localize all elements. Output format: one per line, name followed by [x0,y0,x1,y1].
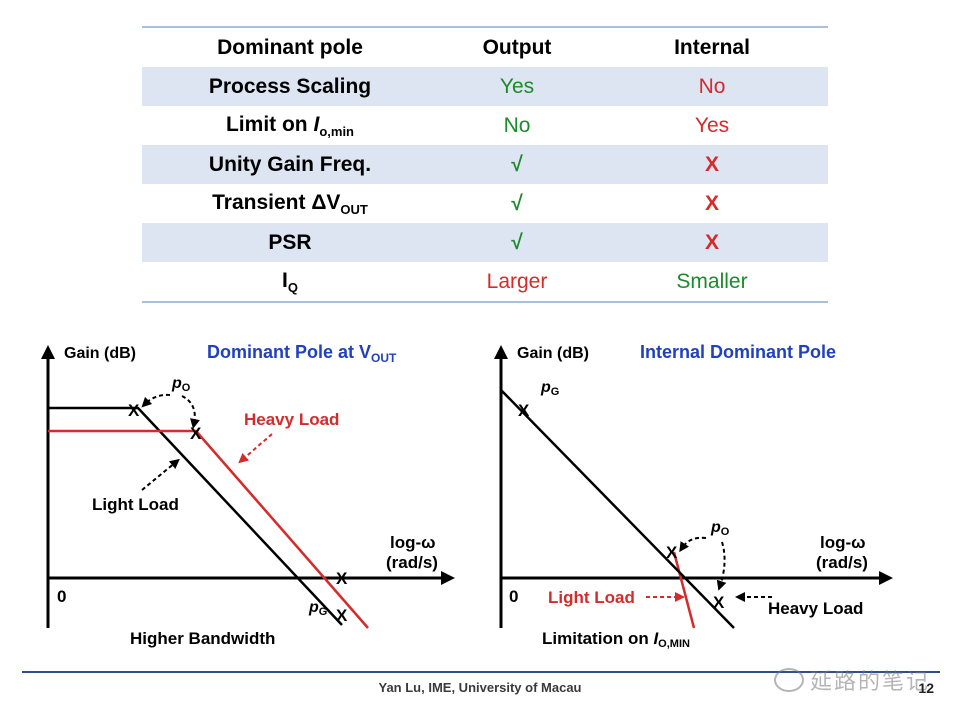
pole-marker: X [336,606,348,625]
pole-g-letter: p [308,599,319,616]
cross-mark: X [596,145,828,184]
output-value: Larger [486,269,548,293]
row-label-sub: OUT [340,201,368,217]
right-caption-sub: O,MIN [658,638,690,650]
right-plot: Gain (dB) Internal Dominant Pole X X X p… [494,342,893,650]
check-mark: √ [438,223,596,262]
row-label-text: I [282,268,288,292]
left-x-axis-label-1: log-ω [390,533,436,552]
pole-o-sub: O [721,526,730,538]
right-plot-title: Internal Dominant Pole [640,342,836,362]
right-x-axis-label-2: (rad/s) [816,553,868,572]
pole-marker: X [128,401,140,420]
check-mark: √ [438,145,596,184]
pole-marker: X [190,424,202,443]
right-caption: Limitation on IO,MIN [542,629,690,650]
pole-marker: X [666,543,678,562]
row-label: Transient ΔVOUT [142,184,438,223]
heavy-load-label: Heavy Load [244,410,339,429]
right-x-axis-label-1: log-ω [820,533,866,552]
light-load-label: Light Load [548,588,635,607]
table-row: Unity Gain Freq. √ X [142,145,828,184]
light-load-curve [48,406,343,626]
pole-marker: X [713,593,725,612]
pole-marker: X [518,401,530,420]
pole-g-sub: G [319,606,328,618]
table-row: PSR √ X [142,223,828,262]
right-caption-main: Limitation on [542,629,653,648]
left-caption: Higher Bandwidth [130,629,275,648]
output-value: Yes [438,67,596,106]
pole-marker: X [336,569,348,588]
watermark-text: 延路的笔记 [809,669,930,694]
header-output: Output [482,35,552,59]
pole-o-arrow-down [716,541,727,591]
pole-o-label: pO [171,375,191,394]
pole-g-sub: G [551,386,560,398]
pole-o-arrow-right [181,395,200,429]
light-load-curve [672,551,696,629]
row-label-text: Limit on [225,112,314,136]
internal-value: Smaller [676,269,748,293]
table-header-row: Dominant pole Output Internal [142,27,828,67]
right-caption-var: I [653,629,659,648]
pole-o-letter: p [710,519,721,536]
row-label-var: I [313,112,320,136]
heavy-load-label: Heavy Load [768,599,863,618]
bode-diagrams: Gain (dB) Dominant Pole at VOUT X X X X … [41,342,893,650]
pole-g-label: pG [540,379,559,398]
heavy-load-arrow [238,433,273,464]
internal-value: Yes [694,113,730,137]
left-x-axis-label-2: (rad/s) [386,553,438,572]
pole-o-arrow-left [141,393,171,408]
pole-o-arrow-left [679,536,707,553]
page-number: 12 [918,680,934,696]
comparison-table: Dominant pole Output Internal Process Sc… [142,26,828,303]
row-label: PSR [142,223,438,262]
chat-bubble-icon [773,668,804,692]
pole-o-sub: O [182,382,191,394]
heavy-load-curve [500,389,735,629]
pole-o-label: pO [710,519,730,538]
row-label: Unity Gain Freq. [142,145,438,184]
left-title-main: Dominant Pole at V [207,342,371,362]
cross-mark: X [596,223,828,262]
row-label: Process Scaling [142,67,438,106]
row-label-text: Transient ΔV [212,190,341,214]
row-label-sub: o,min [319,123,354,139]
left-plot: Gain (dB) Dominant Pole at VOUT X X X X … [41,342,455,648]
light-load-label: Light Load [92,495,179,514]
check-mark: √ [511,191,523,215]
header-dominant-pole: Dominant pole [217,35,363,59]
internal-value: No [596,67,828,106]
pole-g-label: pG [308,599,327,618]
pole-g-letter: p [540,379,551,396]
row-label: IQ [142,262,438,302]
heavy-load-curve [48,429,369,629]
cross-mark: X [704,191,719,215]
table-row: Process Scaling Yes No [142,67,828,106]
left-y-axis-label: Gain (dB) [64,345,136,362]
right-y-axis-label: Gain (dB) [517,345,589,362]
footer-divider [22,671,940,673]
watermark: 延路的笔记 [773,664,930,696]
table-row: Transient ΔVOUT √ X [142,184,828,223]
output-value: No [503,113,531,137]
row-label: Limit on Io,min [142,106,438,145]
left-plot-title: Dominant Pole at VOUT [207,342,397,365]
row-label-sub: Q [287,279,298,295]
table-row: IQ Larger Smaller [142,262,828,302]
header-internal: Internal [674,35,750,59]
right-origin-label: 0 [509,587,518,606]
pole-o-letter: p [171,375,182,392]
table-row: Limit on Io,min No Yes [142,106,828,145]
left-origin-label: 0 [57,587,66,606]
light-load-arrow [141,458,180,491]
footer-credit: Yan Lu, IME, University of Macau [378,680,582,695]
left-title-sub: OUT [371,351,397,365]
